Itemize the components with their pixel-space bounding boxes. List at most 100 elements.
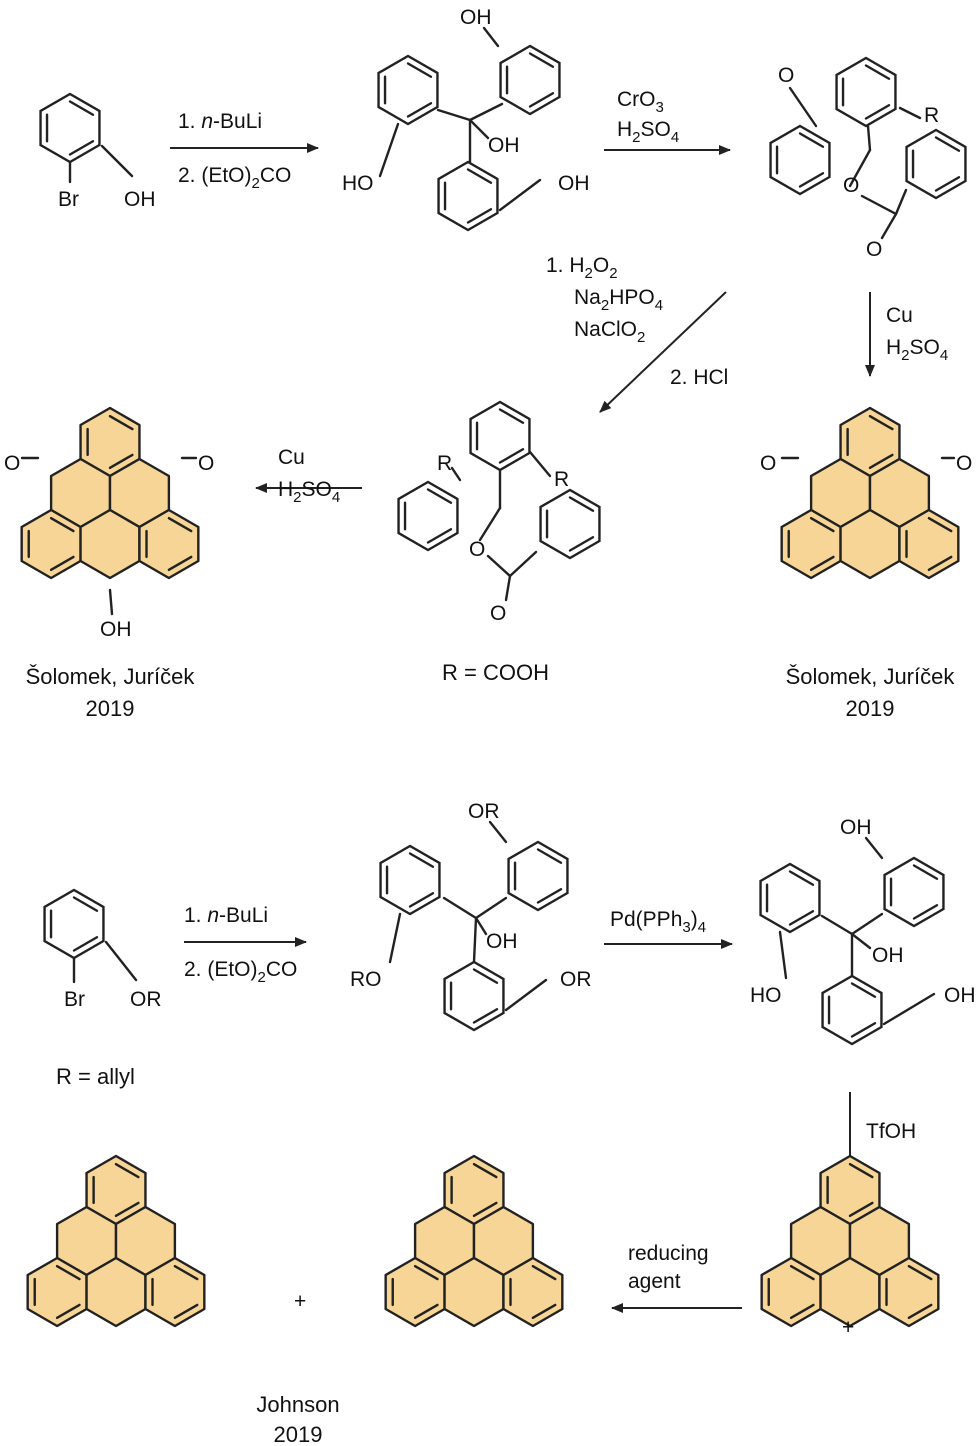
reaction-arrow-3 — [599, 291, 727, 413]
lactone-carbonyl-o: O — [866, 238, 882, 261]
lactone-ring-close — [894, 188, 908, 216]
ald-ring-right-double-bond — [934, 136, 961, 152]
triol-ring-left — [377, 54, 439, 126]
diketone-product: O O Šolomek, Juríček 2019 — [760, 452, 972, 721]
triol2-ho-left: HO — [750, 984, 782, 1007]
triol2-c-oh-bond — [850, 932, 872, 950]
triol-ho-left: HO — [342, 172, 374, 195]
r-cooh-caption: R = COOH — [442, 660, 549, 685]
acid-r-right: R — [554, 468, 569, 491]
diketone-core-double-bond — [868, 453, 894, 470]
step-1-label: 1. n-BuLi — [178, 110, 262, 133]
triol2-ring-bottom — [821, 974, 883, 1046]
ether-ch2-top — [488, 820, 508, 844]
ch2or-bond — [104, 940, 138, 982]
ald-ring-top-double-bond — [864, 104, 891, 120]
lactone-ring-o: O — [843, 174, 859, 197]
triangulene-h2-isomer-core-double-bond — [114, 1162, 140, 1179]
hydroxy-diketone-core-double-bond — [167, 555, 193, 572]
pd-label: Pd(PPh3)4 — [610, 908, 706, 936]
ether-bond-c — [472, 916, 478, 964]
ether-ring-right — [507, 840, 569, 912]
ether-or-right: OR — [560, 968, 592, 991]
diketone-core-double-bond — [809, 516, 835, 533]
johnson-credit: Johnson 2019 — [256, 1392, 339, 1446]
oh-label: OH — [124, 188, 156, 211]
diketone-core — [780, 406, 960, 580]
triol-bond-a — [436, 108, 472, 122]
reduction-conditions: reducing agent — [628, 1242, 709, 1293]
ether-or-top: OR — [468, 800, 500, 823]
triol-ring-left-double-bond — [406, 62, 433, 78]
tfoh-conditions: TfOH — [866, 1120, 916, 1143]
ether-c-oh-bond — [474, 916, 488, 936]
ether-oh-center: OH — [486, 930, 518, 953]
diketone-core-double-bond — [927, 555, 953, 572]
triol-ring-bottom-double-bond — [466, 168, 493, 184]
h2so4-label-1: H2SO4 — [617, 118, 679, 146]
diacid-lactone: R R O O R = COOH — [437, 452, 569, 685]
acid-lactone-close — [508, 550, 538, 578]
acid-ring-top — [469, 400, 531, 472]
na2hpo4-label: Na2HPO4 — [574, 286, 663, 314]
hydroxy-diketone-core — [20, 406, 200, 580]
triol2-oh-center: OH — [872, 944, 904, 967]
triol2-ring-right-double-bond — [912, 864, 939, 880]
triol2-ring-right — [883, 856, 945, 928]
h2so4-label-left: H2SO4 — [278, 478, 340, 506]
acid-ring-top-double-bond — [498, 448, 525, 464]
triangulene-h2-isomer-core — [26, 1154, 206, 1328]
triangulene-h2-isomer-core-double-bond — [114, 1201, 140, 1218]
oxidation-conditions: CrO3 H2SO4 — [617, 88, 679, 146]
hydroxy-diketone-core-double-bond — [49, 516, 75, 533]
ether-ring-left-double-bond — [408, 892, 435, 908]
trityl-cation-core-double-bond — [848, 1162, 874, 1179]
trityl-cation-core-double-bond — [848, 1201, 874, 1218]
or-label: OR — [130, 988, 162, 1011]
ch2oh-bond — [100, 144, 134, 178]
acid-r-bond-right — [528, 450, 552, 478]
triol-ring-right-double-bond — [528, 52, 555, 68]
triol-bond-b — [468, 102, 504, 122]
diketone-core-double-bond — [868, 414, 894, 431]
ald-ring-left-double-bond — [798, 172, 825, 188]
triol-ring-bottom-double-bond — [466, 208, 493, 224]
triol2-ch2-top — [864, 836, 884, 860]
triol-ring-right-double-bond — [528, 92, 555, 108]
step-2-label-2: 2. (EtO)2CO — [184, 958, 297, 986]
deprotection-conditions: Pd(PPh3)4 — [610, 908, 706, 936]
triol-oh-top: OH — [460, 6, 492, 29]
triol-2: OH OH HO OH — [750, 816, 976, 1007]
triol-ring-bottom — [437, 160, 499, 232]
triol-ring-left-double-bond — [406, 102, 433, 118]
credit-right-names: Šolomek, Juríček — [786, 664, 956, 689]
ether-ro-left: RO — [350, 968, 382, 991]
diketone-left-o1: O — [4, 452, 20, 475]
triangulene-h2-core-double-bond — [472, 1201, 498, 1218]
ald-ring-top — [835, 56, 897, 128]
lactone-c-o — [848, 148, 872, 188]
step-1-label-2: 1. n-BuLi — [184, 904, 268, 927]
triol2-ch2-right — [882, 992, 936, 1026]
credit-left-names: Šolomek, Juríček — [26, 664, 196, 689]
acid-r-left: R — [437, 452, 452, 475]
acid-ring-left — [397, 480, 459, 552]
triangulene-h2-core-double-bond — [413, 1303, 439, 1320]
plus-between-products: + — [294, 1290, 306, 1313]
triangulene-h2-isomer-core-double-bond — [173, 1264, 199, 1281]
ether-bond-a — [442, 896, 478, 920]
triol-oh-center: OH — [488, 134, 520, 157]
triangulene-h2-isomer-core-double-bond — [55, 1303, 81, 1320]
acid-lactone-c-o — [478, 506, 502, 542]
allyl-ether-sm: Br OR R = allyl — [56, 988, 162, 1089]
hydroxy-diketone-core-double-bond — [167, 516, 193, 533]
arrow-2-conditions: 1. n-BuLi 2. (EtO)2CO — [184, 904, 297, 986]
triol2-ch2-left — [778, 930, 788, 980]
diketone-core-double-bond — [809, 555, 835, 572]
triol-ch2-left — [378, 122, 400, 178]
diketone-left-o2: O — [198, 452, 214, 475]
triangulene-h2-core-double-bond — [531, 1303, 557, 1320]
credit-johnson-year: 2019 — [274, 1422, 323, 1446]
credit-right-year: 2019 — [846, 696, 895, 721]
